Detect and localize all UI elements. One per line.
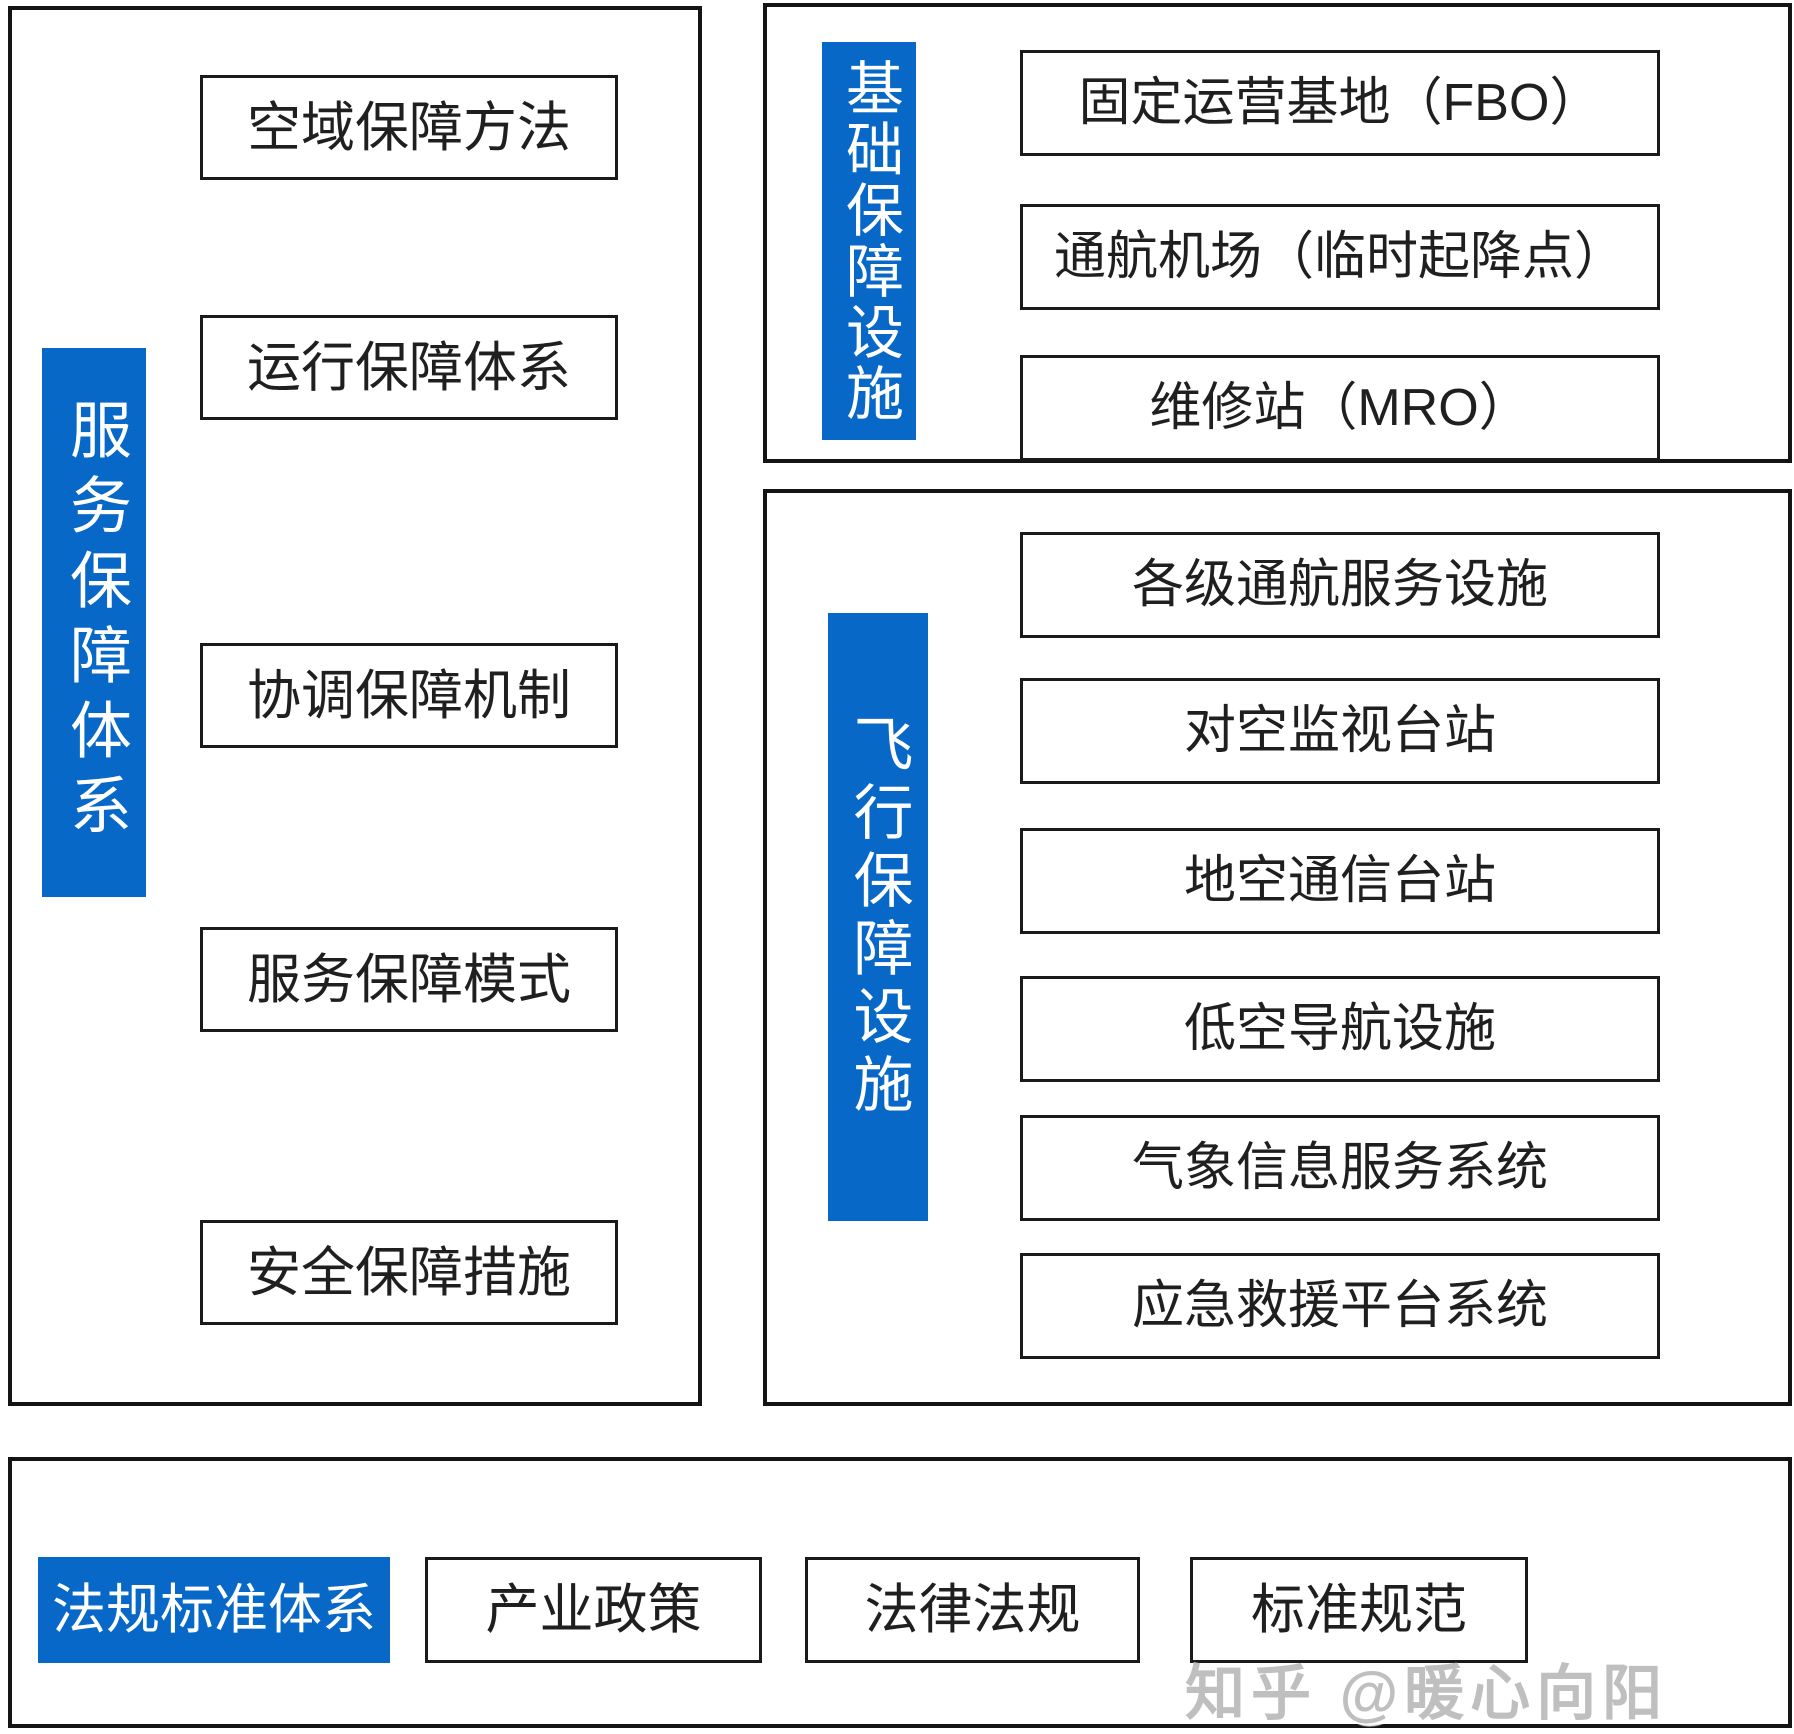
box-service-support-mode: 服务保障模式	[200, 927, 618, 1032]
box-general-aviation-airport: 通航机场（临时起降点）	[1020, 204, 1660, 310]
box-coordination-support-mechanism: 协调保障机制	[200, 643, 618, 748]
basic-support-facilities-label-bar: 基础保障设施	[822, 42, 916, 440]
flight-support-facilities-label: 飞行保障设施	[845, 713, 912, 1121]
service-support-system-label: 服务保障体系	[60, 397, 129, 848]
service-support-system-label-bar: 服务保障体系	[42, 348, 146, 897]
box-airspace-support-method: 空域保障方法	[200, 75, 618, 180]
box-maintenance-station-mro: 维修站（MRO）	[1020, 355, 1660, 461]
box-laws-and-regulations: 法律法规	[805, 1557, 1140, 1663]
box-ga-service-facilities: 各级通航服务设施	[1020, 532, 1660, 638]
flight-support-facilities-label-bar: 飞行保障设施	[828, 613, 928, 1221]
box-air-surveillance-stations: 对空监视台站	[1020, 678, 1660, 784]
box-ground-air-communication-stations: 地空通信台站	[1020, 828, 1660, 934]
basic-support-facilities-label: 基础保障设施	[837, 58, 902, 424]
regulation-standard-system-label: 法规标准体系	[38, 1557, 390, 1663]
box-emergency-rescue-platform-system: 应急救援平台系统	[1020, 1253, 1660, 1359]
box-low-altitude-navigation-facilities: 低空导航设施	[1020, 976, 1660, 1082]
box-standards-and-norms: 标准规范	[1190, 1557, 1528, 1663]
box-operation-support-system: 运行保障体系	[200, 315, 618, 420]
box-safety-support-measures: 安全保障措施	[200, 1220, 618, 1325]
box-industry-policy: 产业政策	[425, 1557, 762, 1663]
box-fixed-base-operator: 固定运营基地（FBO）	[1020, 50, 1660, 156]
zhihu-watermark: 知乎 @暖心向阳	[1185, 1660, 1669, 1727]
box-weather-information-service-system: 气象信息服务系统	[1020, 1115, 1660, 1221]
